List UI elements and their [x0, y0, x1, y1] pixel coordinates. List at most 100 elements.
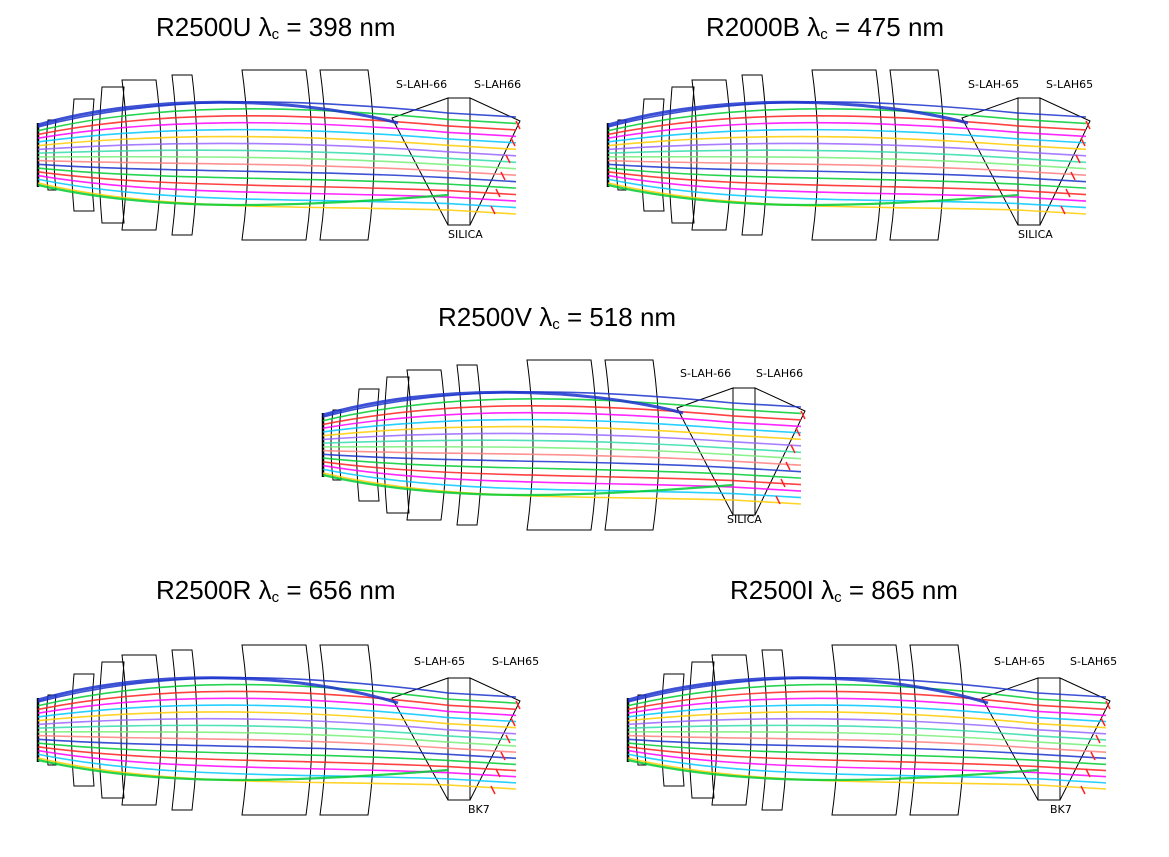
collimator-lens-1	[691, 79, 732, 231]
ray	[627, 690, 1107, 711]
lambda-subscript: c	[820, 26, 828, 43]
focal-plane	[490, 700, 521, 795]
camera-lens-1	[811, 69, 883, 241]
focal-tick	[510, 717, 516, 727]
field-lens-3	[688, 661, 715, 799]
window-plate	[1037, 677, 1061, 801]
camera-lens-1	[526, 359, 598, 531]
ray	[607, 159, 1087, 176]
focal-tick	[500, 171, 506, 181]
central-wavelength: = 656 nm	[286, 575, 396, 605]
ray	[37, 746, 517, 772]
ray	[37, 742, 517, 766]
ray	[37, 724, 517, 741]
ray	[607, 149, 1087, 164]
collimator-lens-1	[121, 79, 162, 231]
focal-tick	[500, 751, 506, 761]
prism-2	[469, 97, 521, 226]
lambda-symbol: λ	[258, 12, 272, 42]
ray	[37, 730, 517, 747]
focal-tick	[505, 734, 511, 744]
window-material-label: SILICA	[1018, 228, 1053, 241]
collimator-lens-1	[406, 369, 447, 521]
window-material-label: SILICA	[727, 513, 762, 526]
field-lens-1	[615, 119, 627, 191]
window-plate	[447, 677, 471, 801]
ray	[322, 418, 802, 434]
ray	[627, 730, 1107, 747]
field-lens-1	[330, 409, 342, 481]
focal-tick	[510, 137, 516, 147]
focal-tick	[1060, 205, 1066, 215]
focal-tick	[1085, 120, 1091, 130]
field-lens-1	[45, 119, 57, 191]
collimator-lens-2	[171, 649, 198, 811]
field-lens-1	[635, 694, 647, 766]
ray	[627, 738, 1107, 760]
ray-bundle	[322, 390, 802, 505]
ray	[37, 717, 517, 735]
ray	[37, 155, 517, 170]
instrument-name: R2500U	[156, 12, 252, 42]
prism-2	[754, 387, 806, 516]
prism-label-second: S-LAH65	[1070, 655, 1117, 668]
instrument-name: R2500V	[438, 302, 532, 332]
ray	[37, 108, 517, 132]
ray	[607, 167, 1087, 189]
focal-tick	[515, 120, 521, 130]
lambda-symbol: λ	[258, 575, 272, 605]
collimator-lens-2	[741, 74, 768, 236]
ray	[322, 439, 802, 454]
ray	[607, 163, 1087, 183]
focal-tick	[1095, 734, 1101, 744]
camera-lens-1	[831, 644, 903, 816]
focal-tick	[800, 410, 806, 420]
ray	[607, 135, 1087, 151]
central-wavelength: = 865 nm	[848, 575, 958, 605]
optics-group	[36, 69, 521, 241]
focal-plane	[1060, 120, 1091, 215]
ray-bundle	[37, 676, 517, 790]
ray	[627, 749, 1107, 778]
collimator-lens-2	[761, 649, 788, 811]
focal-tick	[790, 444, 796, 454]
ray	[627, 711, 1107, 729]
panel-title: R2500R λc = 656 nm	[156, 575, 396, 606]
ray	[322, 445, 802, 460]
optics-group	[606, 69, 1091, 241]
ray-bundle	[627, 676, 1107, 790]
ray	[37, 128, 517, 144]
optics-group	[321, 359, 806, 531]
prism-label-second: S-LAH65	[1046, 78, 1093, 91]
ray	[627, 724, 1107, 741]
ray	[37, 163, 517, 183]
ray	[322, 457, 802, 479]
ray	[37, 159, 517, 176]
focal-tick	[780, 478, 786, 488]
focal-tick	[1075, 154, 1081, 164]
marginal-ray-top	[322, 390, 684, 417]
camera-lens-1	[241, 69, 313, 241]
window-plate	[732, 387, 756, 516]
window-material-label: BK7	[1050, 803, 1072, 816]
ray	[607, 108, 1087, 132]
ray	[37, 167, 517, 189]
focal-tick	[495, 188, 501, 198]
instrument-name: R2500I	[730, 575, 814, 605]
panel-title: R2500U λc = 398 nm	[156, 12, 396, 43]
ray	[607, 178, 1087, 209]
camera-lens-1	[241, 644, 313, 816]
ray	[627, 746, 1107, 772]
marginal-ray-top	[607, 100, 969, 127]
panel-title: R2500I λc = 865 nm	[730, 575, 958, 606]
focal-plane	[1080, 700, 1111, 795]
ray	[37, 135, 517, 151]
ray	[627, 742, 1107, 766]
ray	[627, 704, 1107, 723]
ray	[37, 697, 517, 717]
